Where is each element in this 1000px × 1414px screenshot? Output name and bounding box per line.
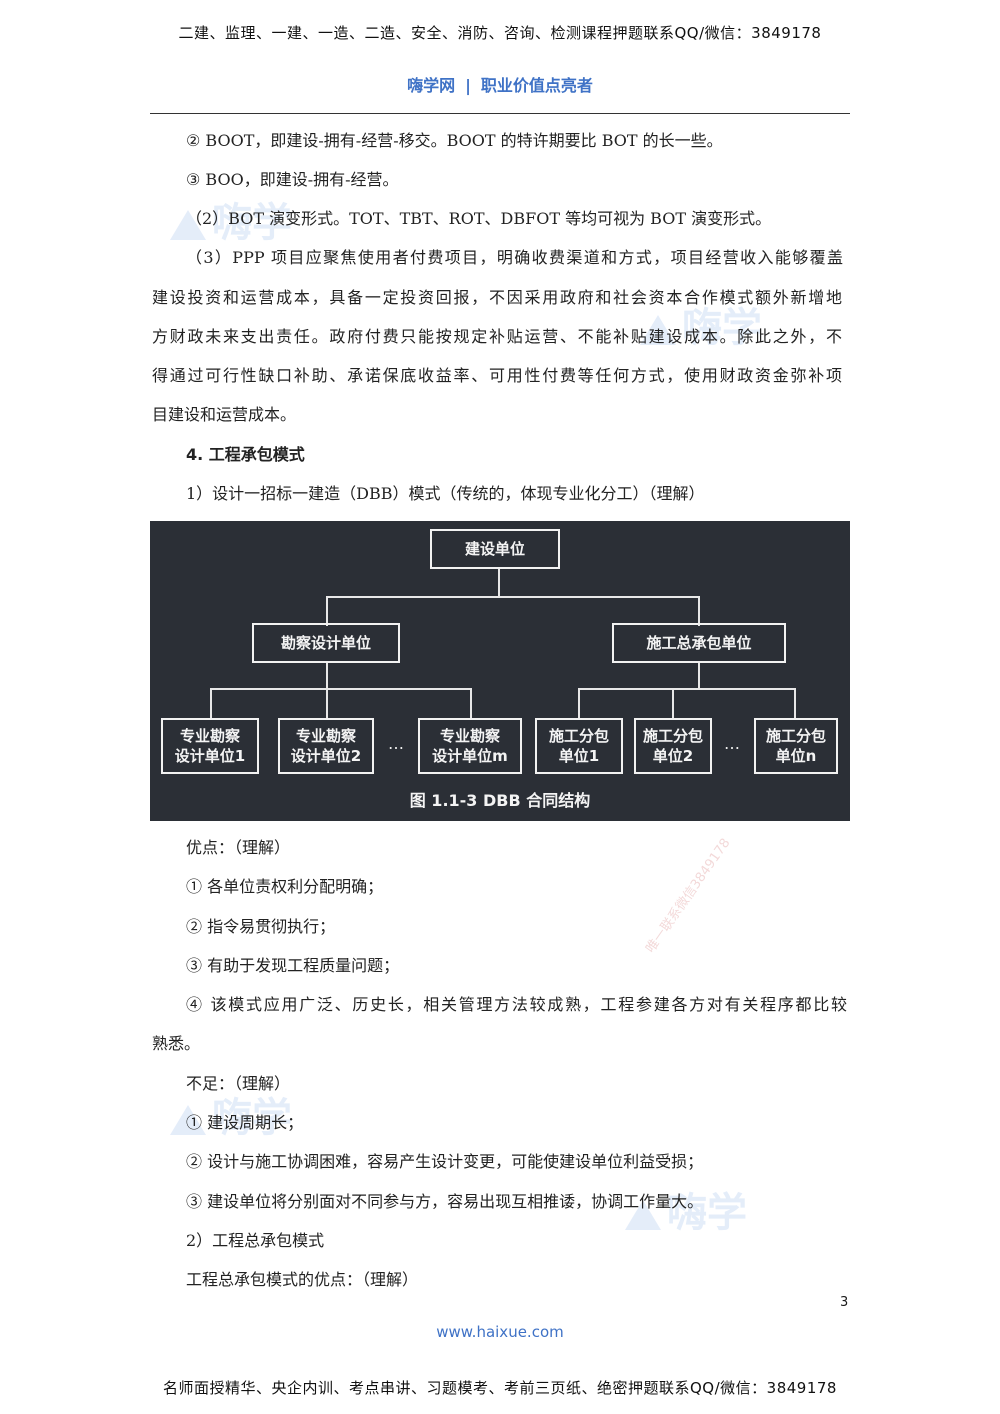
paragraph-line: 目建设和运营成本。 (152, 405, 297, 424)
subsection-heading: 1）设计一招标一建造（DBB）模式（传统的，体现专业化分工）（理解） (186, 484, 705, 503)
page-number: 3 (840, 1295, 849, 1310)
contact-watermark: 唯一联系微信3849178 (643, 835, 734, 956)
figure-caption: 图 1.1-3 DBB 合同结构 (409, 791, 591, 810)
brand-slogan: 职业价值点亮者 (480, 76, 593, 95)
connector-line (672, 688, 674, 720)
paragraph-line: 建设投资和运营成本，具备一定投资回报，不因采用政府和社会资本合作模式额外新增地 (152, 288, 842, 307)
connector-line (470, 688, 472, 720)
list-item: ④ 该模式应用广泛、历史长，相关管理方法较成熟，工程参建各方对有关程序都比较 (186, 995, 847, 1014)
connector-line (326, 596, 700, 598)
subsection-heading: 2）工程总承包模式 (186, 1231, 325, 1250)
connector-line (210, 688, 472, 690)
list-item: 熟悉。 (152, 1034, 201, 1053)
paragraph-line: （3）PPP 项目应聚焦使用者付费项目，明确收费渠道和方式，项目经营收入能够覆盖 (186, 248, 843, 267)
connector-line (326, 596, 328, 626)
connector-line (698, 661, 700, 689)
section-heading: 4. 工程承包模式 (186, 445, 305, 464)
org-box-leaf: 施工分包单位2 (634, 718, 712, 774)
ellipsis: … (388, 734, 404, 753)
list-item: ③ 有助于发现工程质量问题； (186, 956, 400, 975)
paragraph-line: 方财政未来支出责任。政府付费只能按规定补贴运营、不能补贴建设成本。除此之外，不 (152, 327, 842, 346)
list-item: ③ 建设单位将分别面对不同参与方，容易出现互相推诿，协调工作量大。 (186, 1192, 704, 1211)
connector-line (326, 661, 328, 689)
text-line: ③ BOO，即建设-拥有-经营。 (186, 170, 399, 189)
list-item: ② 设计与施工协调困难，容易产生设计变更，可能使建设单位利益受损； (186, 1152, 704, 1171)
list-item: ① 建设周期长； (186, 1113, 304, 1132)
org-box-client: 建设单位 (430, 529, 560, 569)
org-box-general-contractor: 施工总承包单位 (612, 623, 786, 663)
bottom-banner: 名师面授精华、央企内训、考点串讲、习题模考、考前三页纸、绝密押题联系QQ/微信：… (163, 1379, 837, 1397)
connector-line (498, 567, 500, 597)
top-banner: 二建、监理、一建、一造、二造、安全、消防、咨询、检测课程押题联系QQ/微信：38… (178, 24, 822, 42)
connector-line (578, 688, 796, 690)
dbb-contract-structure-figure: 建设单位 勘察设计单位 施工总承包单位 专业勘察设计单位1 专业勘察设计单位2 … (150, 521, 850, 821)
brand-line: 嗨学网 | 职业价值点亮者 (0, 72, 1000, 96)
connector-line (698, 596, 700, 626)
ellipsis: … (724, 734, 740, 753)
text-line: （2）BOT 演变形式。TOT、TBT、ROT、DBFOT 等均可视为 BOT … (186, 209, 772, 228)
org-box-survey-design: 勘察设计单位 (252, 623, 400, 663)
header-divider (150, 113, 850, 114)
connector-line (578, 688, 580, 720)
list-item: ② 指令易贯彻执行； (186, 917, 336, 936)
connector-line (794, 688, 796, 720)
brand-name[interactable]: 嗨学网 (407, 76, 456, 95)
org-box-leaf: 专业勘察设计单位1 (161, 718, 259, 774)
text-line: 不足：（理解） (186, 1074, 291, 1093)
text-line: ② BOOT，即建设-拥有-经营-移交。BOOT 的特许期要比 BOT 的长一些… (186, 131, 723, 150)
list-item: ① 各单位责权利分配明确； (186, 877, 384, 896)
brand-separator: | (465, 76, 471, 95)
text-line: 优点：（理解） (186, 838, 291, 857)
paragraph-line: 得通过可行性缺口补助、承诺保底收益率、可用性付费等任何方式，使用财政资金弥补项 (152, 366, 842, 385)
site-link[interactable]: www.haixue.com (436, 1323, 564, 1341)
org-box-leaf: 施工分包单位n (754, 718, 838, 774)
org-box-leaf: 施工分包单位1 (535, 718, 623, 774)
org-box-leaf: 专业勘察设计单位m (418, 718, 522, 774)
text-line: 工程总承包模式的优点：（理解） (186, 1270, 419, 1289)
connector-line (210, 688, 212, 720)
org-box-leaf: 专业勘察设计单位2 (278, 718, 374, 774)
connector-line (326, 688, 328, 720)
